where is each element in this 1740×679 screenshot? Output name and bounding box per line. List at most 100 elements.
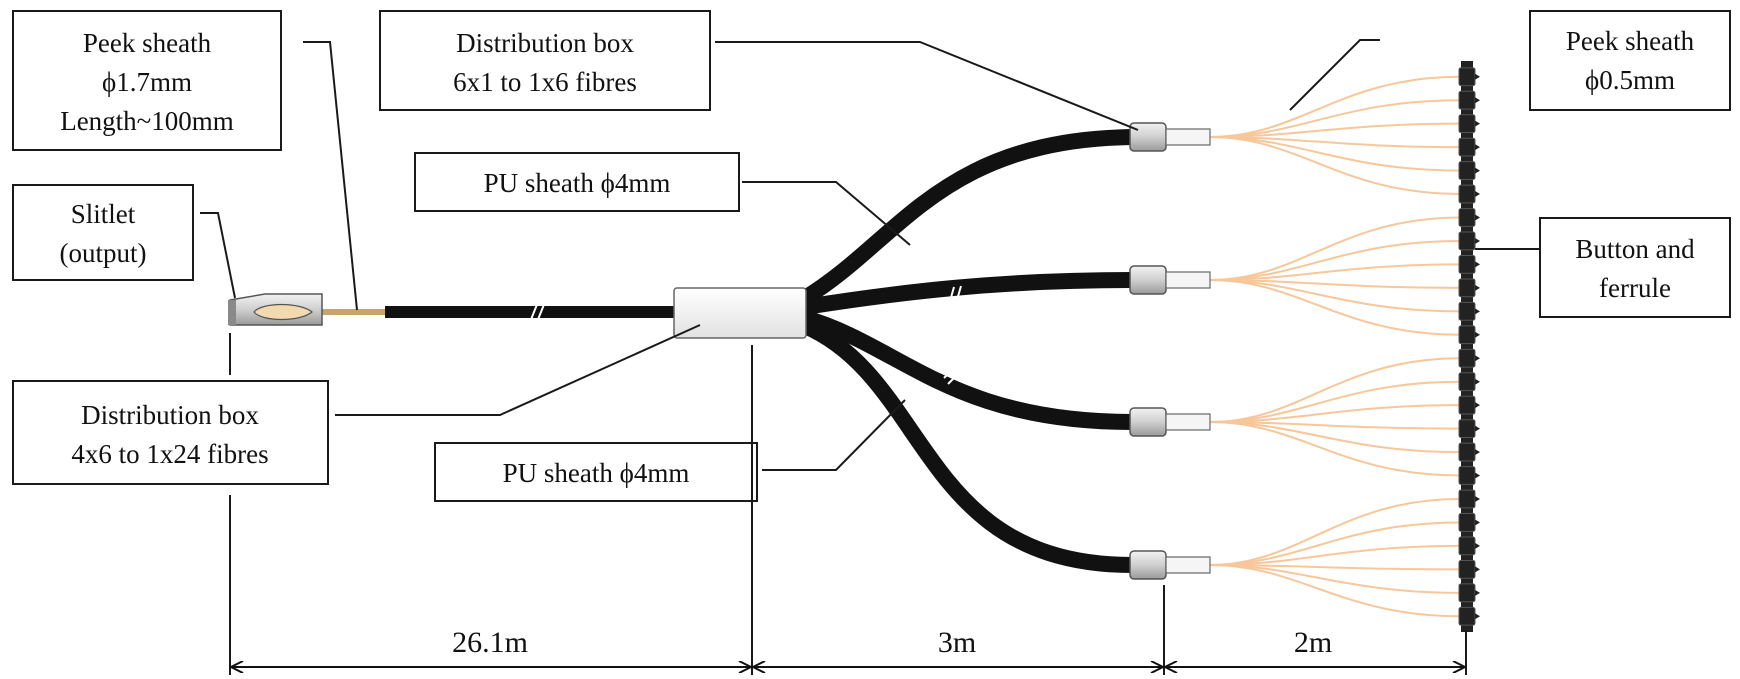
branch-break-mark [947, 371, 961, 385]
dimension-lines: 26.1m 3m 2m [229, 333, 1467, 675]
ferrule-tip [1475, 237, 1480, 244]
leader-peek-sheath-17 [303, 41, 358, 311]
fibre-strand [1209, 497, 1461, 566]
ferrule-tip [1475, 120, 1480, 127]
fibre-strand [1209, 136, 1461, 172]
ferrule [1458, 254, 1476, 274]
label-line: PU sheath ϕ4mm [503, 458, 690, 488]
fibre-strand [1209, 421, 1461, 454]
label-pu-sheath-top: PU sheath ϕ4mm [414, 152, 740, 212]
ferrule [1458, 231, 1476, 251]
ferrule [1458, 513, 1476, 532]
fibre-strand [1209, 380, 1461, 423]
ferrule [1458, 536, 1476, 556]
label-line: ϕ1.7mm [102, 67, 192, 97]
label-line: 6x1 to 1x6 fibres [453, 67, 637, 97]
label-dist-box-4x6: Distribution box 4x6 to 1x24 fibres [12, 380, 329, 485]
branch-cable-2 [803, 272, 1133, 315]
leader-pu-sheath-top [742, 181, 911, 246]
ferrule [1458, 348, 1476, 368]
label-line: Length~100mm [60, 106, 234, 136]
label-peek-sheath-05: Peek sheath ϕ0.5mm [1529, 10, 1731, 111]
leader-slitlet [200, 212, 236, 299]
branch-break-mark [945, 423, 961, 433]
branch-break-mark [943, 365, 957, 379]
distribution-box-small [1129, 265, 1167, 295]
ferrule [1458, 489, 1476, 509]
ferrule [1458, 137, 1476, 157]
ferrule [1458, 114, 1476, 134]
fibre-tube [1165, 556, 1211, 574]
ferrule [1458, 278, 1476, 298]
ferrule-tip [1475, 355, 1480, 362]
ferrule-tip [1475, 144, 1480, 151]
leader-peek-sheath-05 [1289, 39, 1380, 111]
ferrule [1458, 325, 1476, 345]
ferrule-tip [1475, 425, 1480, 432]
branch-cable-1 [800, 129, 1133, 305]
fibre-strand [1209, 564, 1461, 618]
ferrule-bar [1461, 61, 1473, 632]
label-line: Button and [1575, 234, 1695, 264]
label-line: ϕ0.5mm [1585, 65, 1675, 95]
fibre-strand [1209, 279, 1461, 313]
slitlet-connector [228, 293, 323, 326]
ferrule [1458, 419, 1476, 439]
fibre-strand [1209, 99, 1461, 138]
leader-pu-sheath-bottom [762, 399, 906, 471]
dimension-label-seg3: 2m [1294, 626, 1332, 659]
label-dist-box-6x1: Distribution box 6x1 to 1x6 fibres [379, 10, 711, 111]
fibre-strand [1209, 421, 1461, 477]
branch-break-mark [949, 286, 955, 302]
distribution-box-small [1129, 550, 1167, 580]
fibre-strand [1209, 564, 1461, 594]
fibre-strand [1209, 216, 1461, 281]
ferrule [1458, 372, 1476, 392]
fibre-strand [1209, 279, 1461, 336]
label-line: Peek sheath [1566, 26, 1695, 56]
ferrule-tip [1475, 613, 1480, 620]
fibre-strand [1209, 521, 1461, 566]
ferrule [1458, 466, 1476, 485]
branch-ends [1129, 75, 1461, 618]
label-line: PU sheath ϕ4mm [484, 168, 671, 198]
branch-break-mark [949, 225, 959, 241]
fibre-strand [1209, 404, 1461, 423]
ferrule [1458, 161, 1476, 180]
fibre-strand [1209, 421, 1461, 430]
ferrule-tip [1475, 402, 1480, 409]
branch-break-mark [956, 285, 962, 301]
fibre-strand [1209, 136, 1461, 196]
ferrule [1458, 90, 1476, 110]
fibre-strand [1209, 122, 1461, 138]
leader-dist-box-6x1 [715, 41, 1139, 131]
ferrule-tip [1475, 542, 1480, 549]
distribution-box-small [1129, 122, 1167, 152]
label-line: Slitlet [71, 199, 136, 229]
label-button-ferrule: Button and ferrule [1539, 217, 1731, 318]
fibre-tube [1165, 271, 1211, 289]
branch-cable-4 [801, 318, 1133, 573]
ferrule [1458, 583, 1476, 603]
ferrule-tip [1475, 331, 1480, 338]
fibre-strand [1209, 136, 1461, 149]
fibre-strand [1209, 279, 1461, 289]
leader-dist-box-4x6 [335, 324, 701, 416]
ferrule-tip [1475, 261, 1480, 268]
ferrule [1458, 395, 1476, 415]
fibre-strand [1209, 544, 1461, 566]
fibre-strand [1209, 564, 1461, 571]
label-line: Distribution box [456, 28, 634, 58]
ferrule-tip [1475, 449, 1480, 456]
ferrule-tip [1475, 97, 1480, 104]
dimension-label-seg1: 26.1m [452, 626, 528, 659]
branch-break-mark [947, 430, 963, 440]
branch-break-mark [943, 221, 953, 237]
ferrule-tip [1475, 214, 1480, 221]
label-pu-sheath-bottom: PU sheath ϕ4mm [434, 442, 758, 502]
label-peek-sheath-17: Peek sheath ϕ1.7mm Length~100mm [12, 10, 282, 151]
ferrule [1458, 208, 1476, 227]
distribution-box-main [673, 287, 807, 339]
ferrule-tip [1475, 495, 1480, 502]
